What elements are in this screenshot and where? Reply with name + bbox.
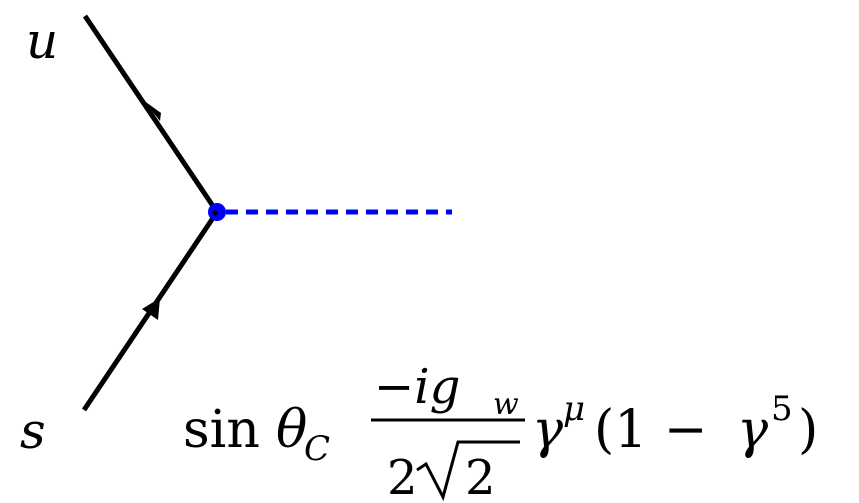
u-quark-label: u [26, 12, 58, 70]
theta-symbol: θ [276, 400, 307, 460]
fraction-numerator: −ig [374, 359, 460, 415]
gamma-five: γ [737, 400, 769, 460]
gamma-five-superscript: 5 [771, 389, 793, 429]
chiral-projector-close: ) [798, 400, 818, 460]
vertex-dot-center [212, 210, 218, 216]
u-quark-line [82, 14, 220, 214]
denominator-coefficient: 2 [387, 450, 418, 503]
sin-function: sin [183, 400, 260, 460]
chiral-projector-open: (1 − [594, 400, 707, 460]
gamma-mu: γ [532, 400, 564, 460]
theta-subscript: C [304, 429, 330, 469]
numerator-subscript: w [493, 387, 519, 422]
s-quark-label: s [20, 402, 46, 460]
denominator-radicand: 2 [465, 450, 496, 503]
s-quark-arrow-icon [142, 298, 160, 320]
u-quark-arrow-icon [143, 100, 161, 121]
sqrt-sign-icon [416, 440, 520, 502]
gamma-mu-superscript: μ [563, 389, 585, 429]
